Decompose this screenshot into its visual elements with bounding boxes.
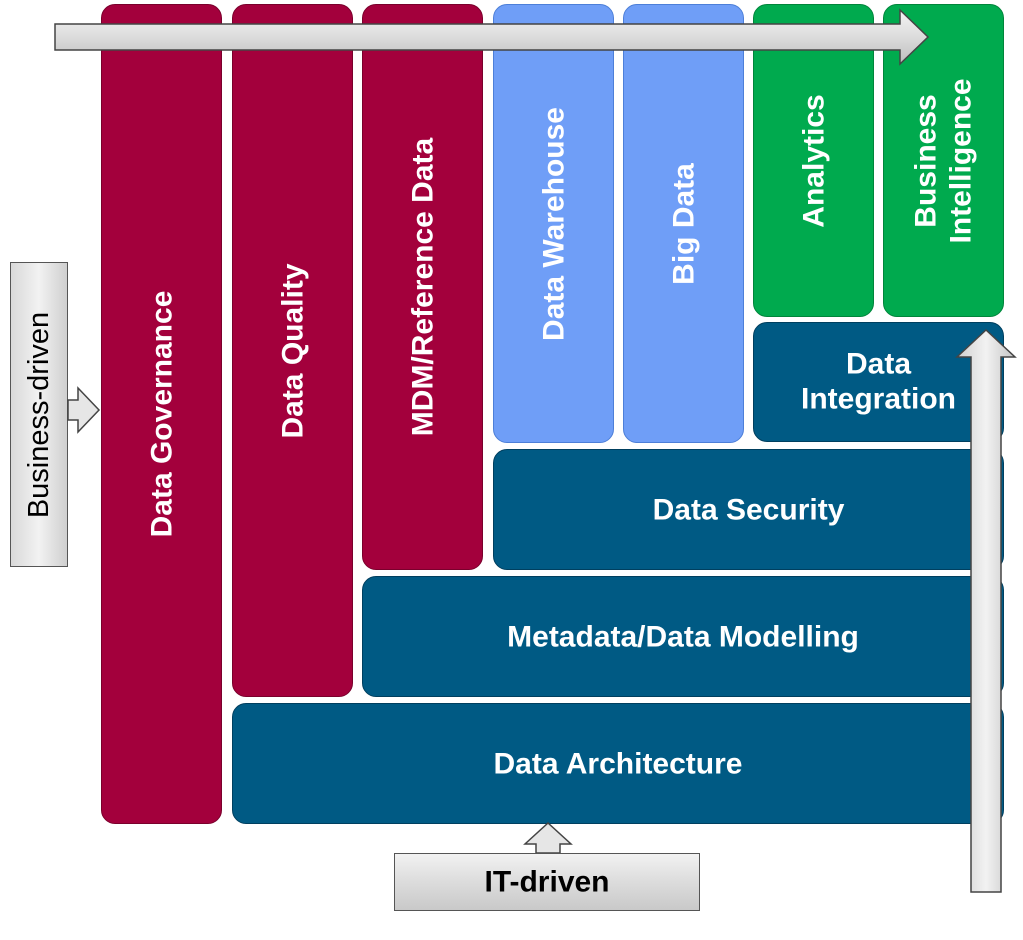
top-right-arrow-icon: [54, 8, 930, 66]
analytics-block: Analytics: [753, 4, 874, 317]
data-security-block: Data Security: [493, 449, 1004, 570]
mdm-reference-data-block: MDM/Reference Data: [362, 4, 483, 570]
metadata-modelling-block: Metadata/Data Modelling: [362, 576, 1004, 697]
data-integration-block: Data Integration: [753, 322, 1004, 442]
it-driven-box: IT-driven: [394, 853, 700, 911]
data-architecture-label: Data Architecture: [493, 746, 743, 780]
metadata-modelling-label: Metadata/Data Modelling: [507, 619, 859, 653]
data-warehouse-block: Data Warehouse: [493, 4, 614, 443]
data-governance-block: Data Governance: [101, 4, 222, 824]
data-security-label: Data Security: [652, 492, 845, 526]
data-integration-line2: Integration: [801, 383, 956, 416]
data-integration-line1: Data: [845, 347, 912, 381]
data-architecture-block: Data Architecture: [232, 703, 1004, 824]
it-driven-label: IT-driven: [484, 865, 610, 899]
data-quality-block: Data Quality: [232, 4, 353, 697]
data-integration-label: Data Integration: [754, 347, 1003, 418]
big-data-block: Big Data: [623, 4, 744, 443]
